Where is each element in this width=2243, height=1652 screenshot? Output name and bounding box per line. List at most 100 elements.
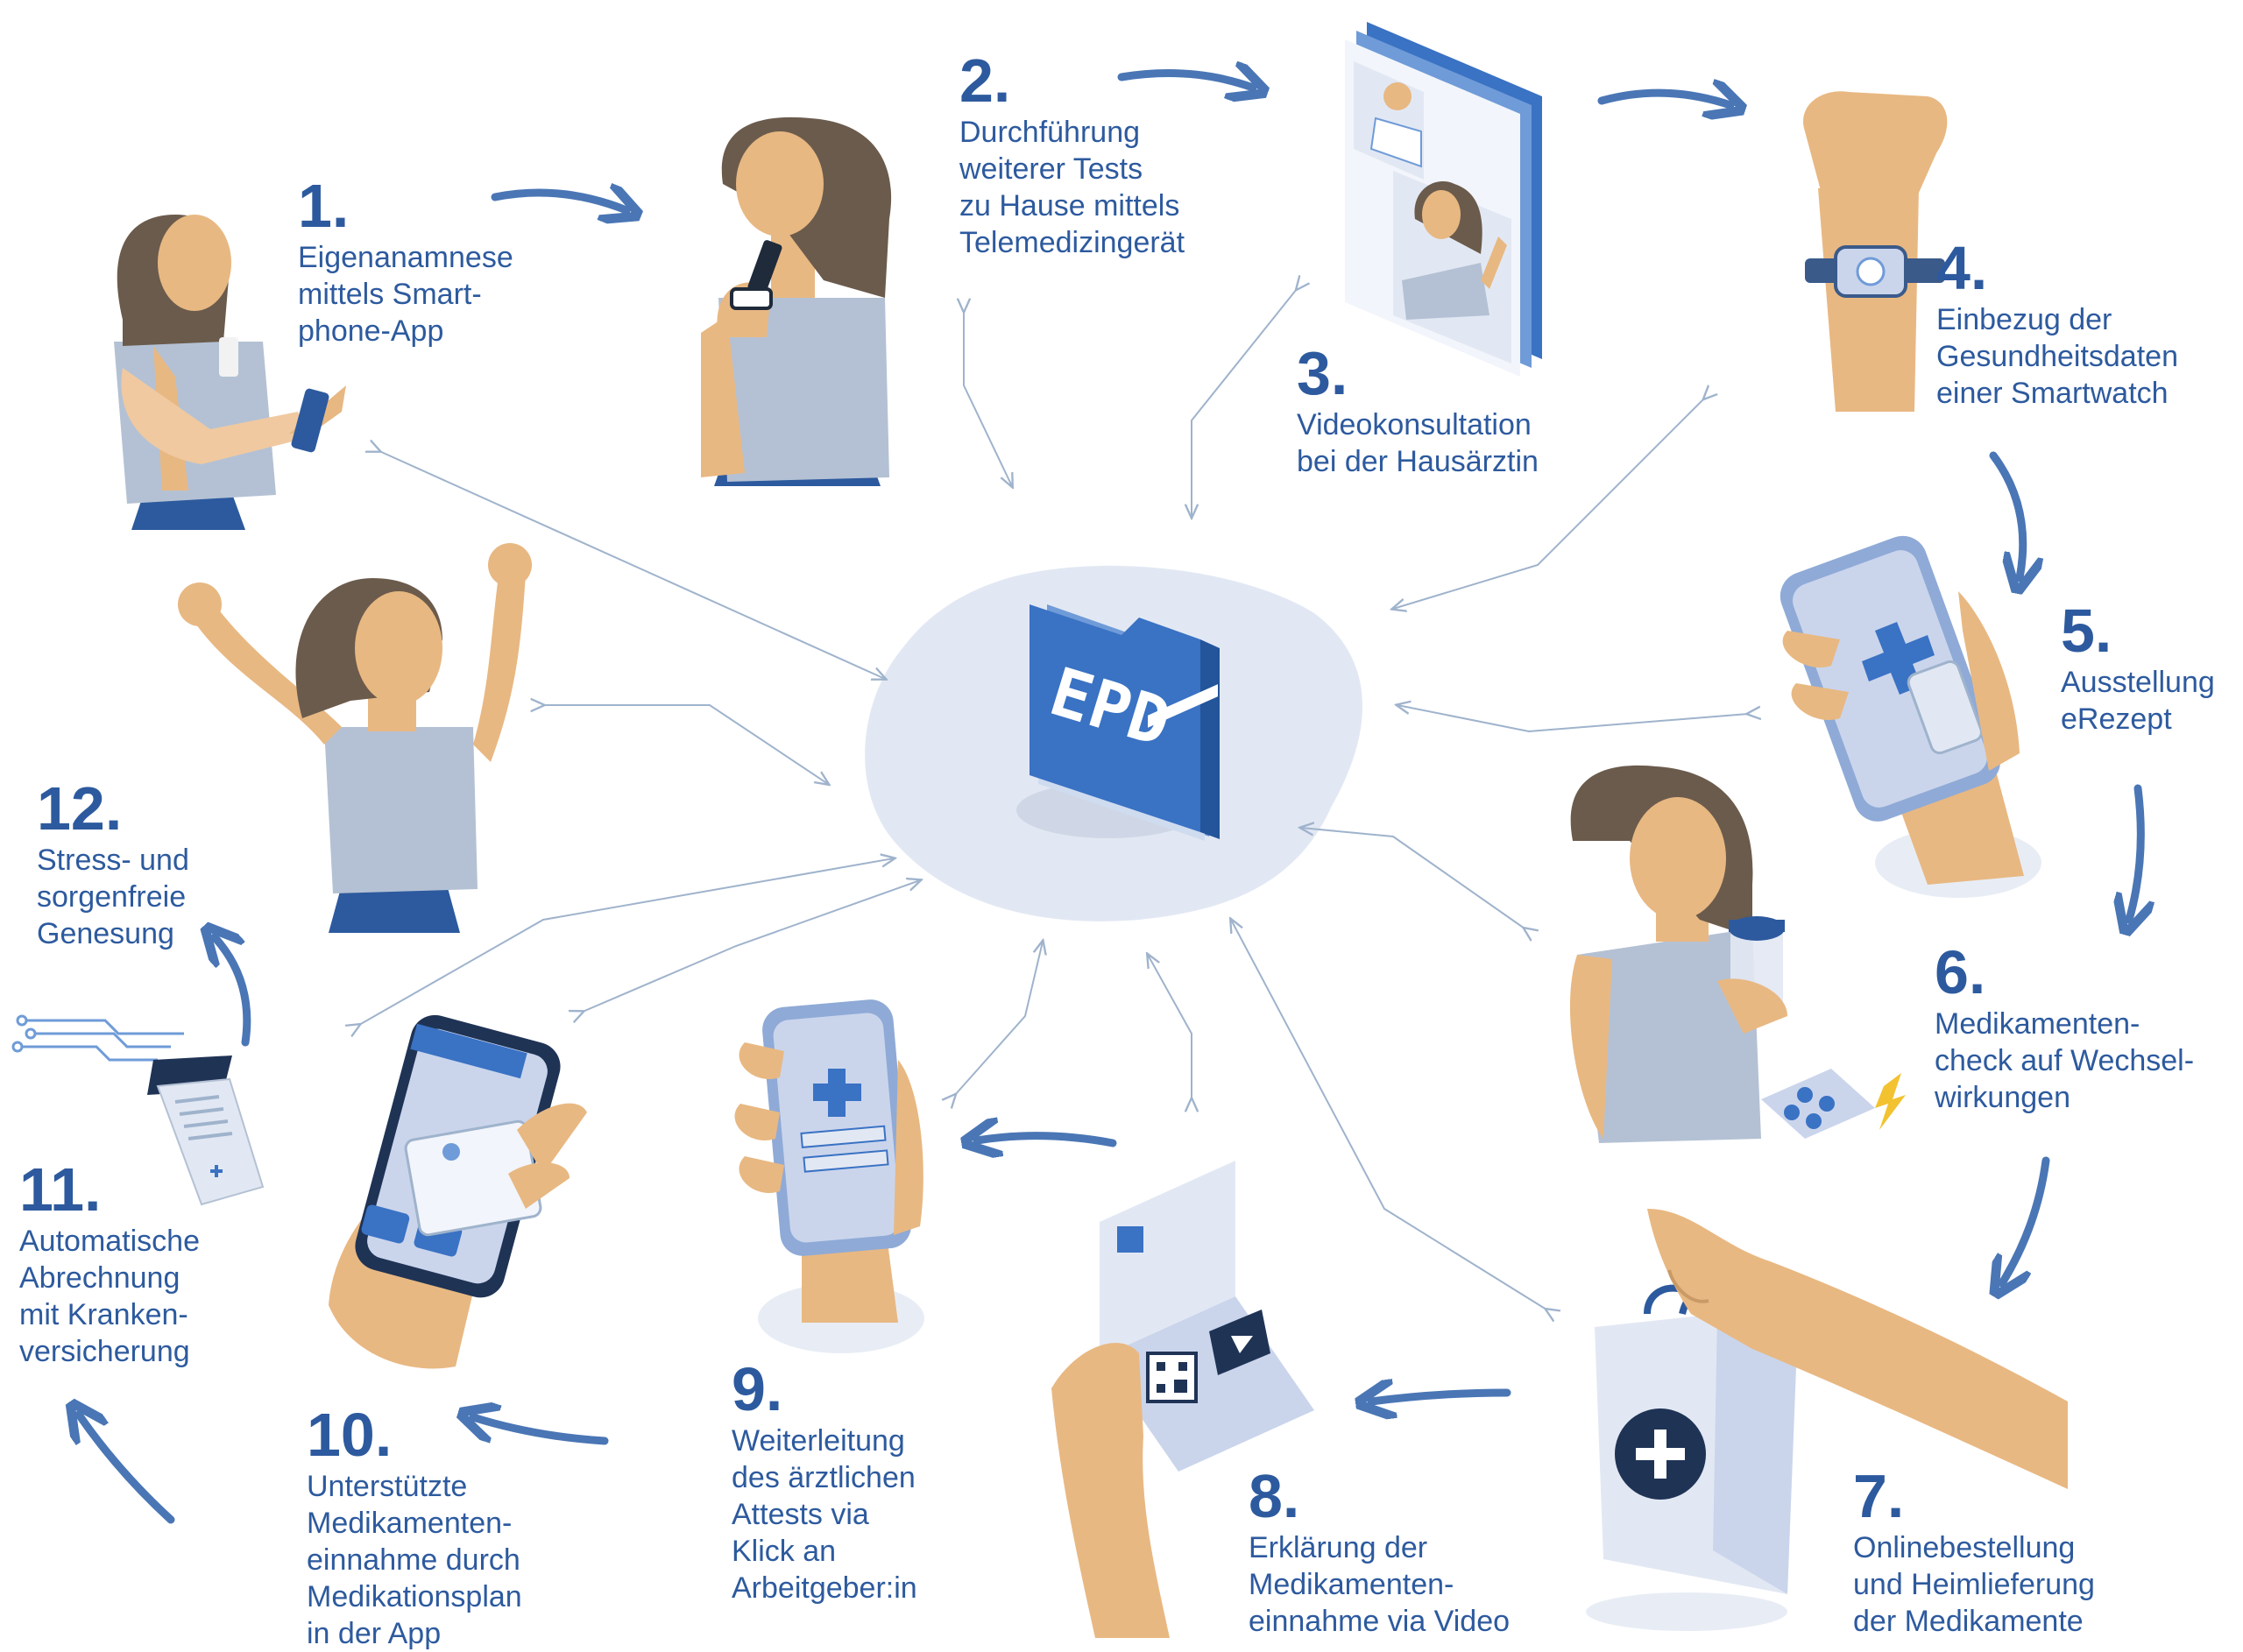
step-6-number: 6. xyxy=(1935,938,1986,1006)
epd-folder-icon: EPD xyxy=(1030,604,1220,841)
step-7-label: 7. Onlinebestellung und Heimlieferung de… xyxy=(1853,1463,2095,1640)
step-2-line-3: zu Hause mittels xyxy=(959,189,1180,222)
step-4-label: 4. Einbezug der Gesundheitsdaten einer S… xyxy=(1936,235,2178,412)
step-10-line-3: einnahme durch xyxy=(307,1543,520,1577)
step-4-line-1: Einbezug der xyxy=(1936,303,2112,336)
step-11-line-2: Abrechnung xyxy=(19,1261,180,1295)
step-10-line-1: Unterstützte xyxy=(307,1470,468,1503)
step-12-label: 12. Stress- und sorgenfreie Genesung xyxy=(37,775,189,952)
step-10-line-2: Medikamenten- xyxy=(307,1507,513,1540)
flow-arrow-1-2 xyxy=(491,193,626,210)
step-4-line-3: einer Smartwatch xyxy=(1936,377,2169,410)
medication-plan-phone-icon xyxy=(329,1014,587,1369)
step-9-line-4: Klick an xyxy=(732,1535,837,1568)
step-5-line-2: eRezept xyxy=(2061,702,2172,736)
step-4-number: 4. xyxy=(1936,234,1988,302)
step-5-line-1: Ausstellung xyxy=(2061,666,2215,699)
step-2-line-1: Durchführung xyxy=(959,116,1141,149)
step-10-line-5: in der App xyxy=(307,1617,442,1650)
woman-smartphone-icon xyxy=(114,215,346,530)
step-1-line-1: Eigenanamnese xyxy=(298,241,513,274)
flow-arrow-4-5 xyxy=(1989,451,2023,578)
step-10-line-4: Medikationsplan xyxy=(307,1580,522,1613)
step-2-label: 2. Durchführung weiterer Tests zu Hause … xyxy=(959,47,1185,261)
flow-arrow-5-6 xyxy=(2129,784,2140,920)
step-10-number: 10. xyxy=(307,1401,393,1469)
flow-arrow-11-12 xyxy=(215,937,251,1047)
step-8-number: 8. xyxy=(1249,1462,1300,1530)
flow-arrow-9-10 xyxy=(473,1417,609,1445)
step-11-number: 11. xyxy=(19,1155,102,1224)
connector-1 xyxy=(379,451,885,679)
step-11-line-3: mit Kranken- xyxy=(19,1298,188,1331)
step-9-label: 9. Weiterleitung des ärztlichen Attests … xyxy=(732,1356,917,1606)
connector-6 xyxy=(1301,828,1525,928)
step-2-line-2: weiterer Tests xyxy=(959,152,1143,186)
epd-center: EPD xyxy=(865,565,1362,921)
flow-arrow-2-3 xyxy=(1117,74,1253,88)
step-5-number: 5. xyxy=(2061,597,2112,665)
connector-4 xyxy=(1393,399,1704,609)
step-6-label: 6. Medikamenten- check auf Wechsel- wirk… xyxy=(1935,939,2194,1116)
connector-3 xyxy=(1192,289,1297,517)
step-2-line-4: Telemedizingerät xyxy=(959,226,1185,259)
step-9-line-1: Weiterleitung xyxy=(732,1424,905,1458)
smartwatch-wrist-icon xyxy=(1803,91,1948,412)
flow-arrow-3-4 xyxy=(1597,93,1730,105)
step-6-line-2: check auf Wechsel- xyxy=(1935,1044,2195,1077)
connector-12 xyxy=(543,705,828,784)
step-8-label: 8. Erklärung der Medikamenten- einnahme … xyxy=(1249,1463,1510,1640)
step-4-line-2: Gesundheitsdaten xyxy=(1936,340,2178,373)
step-8-line-2: Medikamenten- xyxy=(1249,1568,1454,1601)
step-12-line-3: Genesung xyxy=(37,917,174,950)
step-9-line-3: Attests via xyxy=(732,1498,869,1531)
connector-5 xyxy=(1397,705,1748,733)
step-12-number: 12. xyxy=(37,774,123,843)
woman-cheering-icon xyxy=(178,543,532,933)
thin-connectors xyxy=(359,289,1748,1310)
leaflet-qr-video-icon xyxy=(1051,684,1314,1638)
step-11-line-4: versicherung xyxy=(19,1335,190,1368)
step-7-line-2: und Heimlieferung xyxy=(1853,1568,2095,1601)
flow-arrow-10-11 xyxy=(79,1415,175,1524)
step-7-line-3: der Medikamente xyxy=(1853,1605,2084,1638)
invoice-printout-icon xyxy=(11,1014,265,1206)
woman-telemed-device-icon xyxy=(701,116,892,486)
erezept-phone-icon xyxy=(1780,535,2041,898)
step-3-line-2: bei der Hausärztin xyxy=(1297,445,1539,478)
step-1-line-2: mittels Smart- xyxy=(298,278,482,311)
flow-arrow-7-8 xyxy=(1371,1393,1511,1401)
woman-pill-bottle-icon xyxy=(1569,765,1906,1143)
step-2-number: 2. xyxy=(959,46,1011,115)
step-7-line-1: Onlinebestellung xyxy=(1853,1531,2076,1564)
flow-arrow-8-9 xyxy=(977,1136,1117,1143)
pharmacy-bag-icon xyxy=(1586,1209,2068,1631)
step-3-label: 3. Videokonsultation bei der Hausärztin xyxy=(1297,340,1539,480)
flow-arrow-6-7 xyxy=(2002,1156,2050,1283)
connector-11 xyxy=(359,858,894,1025)
step-1-label: 1. Eigenanamnese mittels Smart- phone-Ap… xyxy=(298,173,513,349)
step-7-number: 7. xyxy=(1853,1462,1905,1530)
step-11-line-1: Automatische xyxy=(19,1225,200,1258)
step-9-number: 9. xyxy=(732,1355,783,1423)
connector-2 xyxy=(964,311,1012,486)
step-3-number: 3. xyxy=(1297,339,1348,407)
step-6-line-1: Medikamenten- xyxy=(1935,1007,2140,1041)
connector-8 xyxy=(1148,955,1192,1099)
connector-7 xyxy=(1231,920,1546,1310)
attest-phone-icon xyxy=(734,999,924,1353)
step-5-label: 5. Ausstellung eRezept xyxy=(2061,597,2215,738)
connector-10 xyxy=(583,880,920,1012)
flow-arrows xyxy=(79,74,2140,1524)
step-12-line-2: sorgenfreie xyxy=(37,880,187,914)
step-12-line-1: Stress- und xyxy=(37,844,189,877)
step-8-line-3: einnahme via Video xyxy=(1249,1605,1511,1638)
step-6-line-3: wirkungen xyxy=(1935,1081,2070,1114)
step-10-label: 10. Unterstützte Medikamenten- einnahme … xyxy=(307,1401,522,1652)
step-1-line-3: phone-App xyxy=(298,314,444,348)
video-call-screen-icon xyxy=(1345,22,1542,377)
connector-9 xyxy=(955,942,1043,1095)
step-9-line-2: des ärztlichen xyxy=(732,1461,916,1494)
